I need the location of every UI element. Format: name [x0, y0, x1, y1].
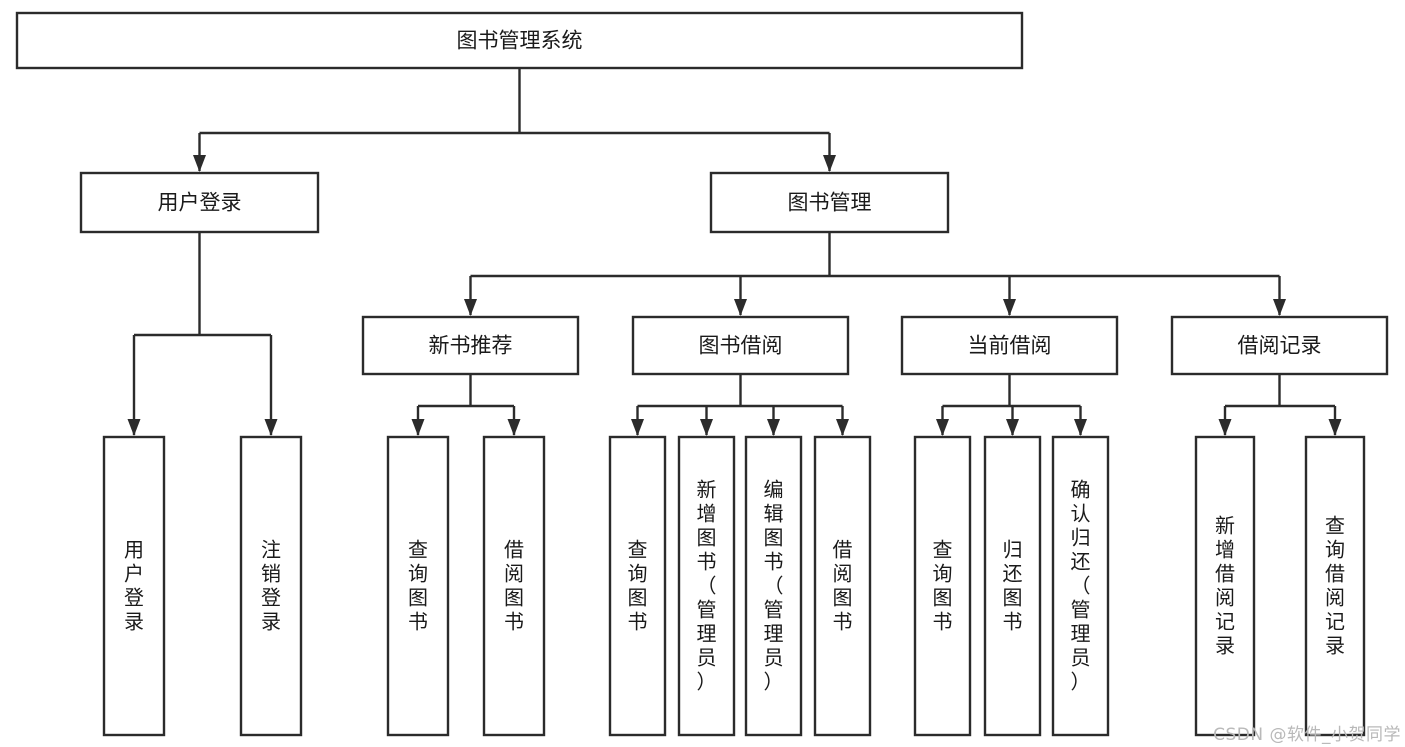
- node-label: 图书管理: [788, 191, 872, 215]
- node-label: 图书管理系统: [457, 29, 583, 53]
- node-label: 借阅图书: [504, 538, 524, 634]
- arrow-head: [464, 299, 477, 316]
- node-leaf-borrow-book-2[interactable]: 借阅图书: [813, 435, 872, 737]
- node-leaf-confirm-return[interactable]: 确认归还（管理员）: [1051, 435, 1110, 737]
- node-box: [709, 171, 950, 234]
- node-box: [1051, 435, 1110, 737]
- arrow-head: [836, 419, 849, 436]
- node-box: [482, 435, 546, 737]
- node-label: 查询图书: [408, 538, 428, 634]
- node-label: 新增借阅记录: [1215, 514, 1235, 658]
- node-label: 新书推荐: [429, 334, 513, 358]
- node-leaf-query-book-1[interactable]: 查询图书: [386, 435, 450, 737]
- edge-group-user-login: [127, 232, 278, 436]
- edge-group-book-manage: [464, 232, 1286, 316]
- node-box: [102, 435, 166, 737]
- node-current-borrow[interactable]: 当前借阅: [900, 315, 1119, 376]
- node-book-manage[interactable]: 图书管理: [709, 171, 950, 234]
- nodes-layer: 图书管理系统用户登录图书管理新书推荐图书借阅当前借阅借阅记录用户登录注销登录查询…: [15, 11, 1389, 737]
- node-leaf-borrow-book-1[interactable]: 借阅图书: [482, 435, 546, 737]
- node-box: [677, 435, 736, 737]
- node-leaf-query-book-2[interactable]: 查询图书: [608, 435, 667, 737]
- edge-group-root: [193, 68, 836, 172]
- arrow-head: [193, 155, 206, 172]
- node-label: 查询借阅记录: [1325, 514, 1345, 658]
- arrow-head: [1003, 299, 1016, 316]
- connectors-layer: [127, 68, 1342, 436]
- node-box: [900, 315, 1119, 376]
- node-box: [1170, 315, 1389, 376]
- node-leaf-return-book[interactable]: 归还图书: [983, 435, 1042, 737]
- arrow-head: [700, 419, 713, 436]
- arrow-head: [767, 419, 780, 436]
- node-user-login[interactable]: 用户登录: [79, 171, 320, 234]
- node-leaf-add-book[interactable]: 新增图书（管理员）: [677, 435, 736, 737]
- node-label: 编辑图书（管理员）: [764, 478, 784, 694]
- node-leaf-query-book-3[interactable]: 查询图书: [913, 435, 972, 737]
- node-leaf-edit-book[interactable]: 编辑图书（管理员）: [744, 435, 803, 737]
- node-leaf-query-record[interactable]: 查询借阅记录: [1304, 435, 1366, 737]
- node-box: [744, 435, 803, 737]
- edge-group-current-borrow: [936, 374, 1087, 436]
- node-box: [631, 315, 850, 376]
- arrow-head: [1273, 299, 1286, 316]
- node-box: [813, 435, 872, 737]
- arrow-head: [507, 419, 521, 436]
- node-label: 归还图书: [1003, 538, 1023, 634]
- node-root[interactable]: 图书管理系统: [15, 11, 1024, 70]
- edge-group-borrow-record: [1218, 374, 1342, 436]
- arrow-head: [936, 419, 949, 436]
- node-box: [386, 435, 450, 737]
- node-leaf-add-record[interactable]: 新增借阅记录: [1194, 435, 1256, 737]
- node-label: 当前借阅: [968, 334, 1052, 358]
- edge-group-book-borrow: [631, 374, 849, 436]
- node-borrow-record[interactable]: 借阅记录: [1170, 315, 1389, 376]
- node-leaf-user-login[interactable]: 用户登录: [102, 435, 166, 737]
- arrow-head: [631, 419, 644, 436]
- edge-group-new-book-rec: [411, 374, 521, 436]
- arrow-head: [264, 419, 278, 436]
- node-box: [1304, 435, 1366, 737]
- arrow-head: [1218, 419, 1232, 436]
- node-box: [79, 171, 320, 234]
- node-label: 注销登录: [261, 538, 281, 634]
- node-box: [1194, 435, 1256, 737]
- node-label: 借阅图书: [833, 538, 853, 634]
- arrow-head: [127, 419, 141, 436]
- arrow-head: [734, 299, 747, 316]
- csdn-watermark: CSDN @软件_小贺同学: [1213, 725, 1401, 745]
- node-label: 用户登录: [124, 538, 144, 634]
- node-box: [913, 435, 972, 737]
- node-label: 查询图书: [628, 538, 648, 634]
- node-label: 图书借阅: [699, 334, 783, 358]
- arrow-head: [1328, 419, 1342, 436]
- node-box: [361, 315, 580, 376]
- node-box: [15, 11, 1024, 70]
- node-label: 新增图书（管理员）: [697, 478, 717, 694]
- arrow-head: [411, 419, 425, 436]
- node-box: [608, 435, 667, 737]
- node-label: 查询图书: [933, 538, 953, 634]
- node-box: [983, 435, 1042, 737]
- node-label: 确认归还（管理员）: [1071, 478, 1091, 694]
- node-book-borrow[interactable]: 图书借阅: [631, 315, 850, 376]
- node-box: [239, 435, 303, 737]
- node-new-book-rec[interactable]: 新书推荐: [361, 315, 580, 376]
- arrow-head: [1006, 419, 1019, 436]
- node-label: 用户登录: [158, 191, 242, 215]
- arrow-head: [1074, 419, 1087, 436]
- arrow-head: [823, 155, 836, 172]
- node-label: 借阅记录: [1238, 334, 1322, 358]
- node-leaf-logout[interactable]: 注销登录: [239, 435, 303, 737]
